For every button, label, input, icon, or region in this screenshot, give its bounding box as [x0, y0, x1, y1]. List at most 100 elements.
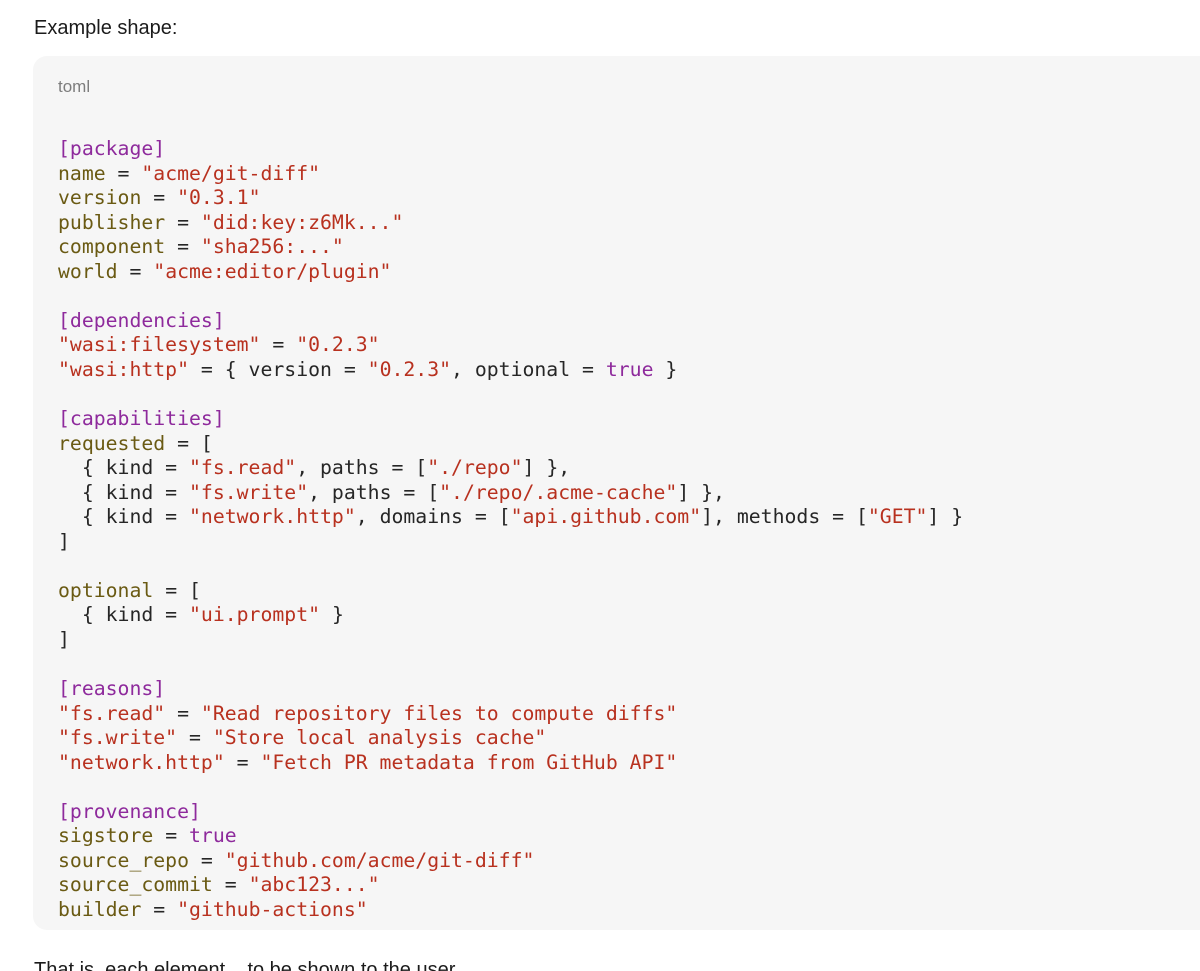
- code-line: [dependencies]: [58, 309, 963, 334]
- code-token-section: [dependencies]: [58, 308, 225, 332]
- code-line: "wasi:filesystem" = "0.2.3": [58, 333, 963, 358]
- code-line: ​: [58, 652, 963, 677]
- code-token-string: "acme/git-diff": [141, 161, 321, 185]
- code-line: world = "acme:editor/plugin": [58, 260, 963, 285]
- code-token-bool: true: [605, 357, 654, 381]
- code-line: optional = [: [58, 579, 963, 604]
- code-line: version = "0.3.1": [58, 186, 963, 211]
- code-token-plain: =: [117, 259, 154, 283]
- code-token-key: name: [58, 161, 106, 185]
- code-token-plain: =: [212, 873, 249, 897]
- code-token-plain: }: [320, 603, 344, 627]
- code-token-section: [package]: [58, 137, 166, 160]
- code-line: ]: [58, 628, 963, 653]
- code-token-key: requested: [58, 431, 166, 455]
- code-token-plain: ]: [58, 627, 70, 651]
- code-token-string: "github-actions": [177, 897, 368, 921]
- code-line: { kind = "network.http", domains = ["api…: [58, 505, 963, 530]
- code-token-key: version: [58, 186, 142, 210]
- code-token-string: "abc123...": [248, 873, 380, 897]
- code-line: source_commit = "abc123...": [58, 873, 963, 898]
- code-token-plain: =: [141, 186, 178, 210]
- code-token-key: component: [58, 235, 166, 259]
- code-line: ]: [58, 530, 963, 555]
- intro-paragraph: Example shape:: [34, 17, 178, 39]
- code-token-string: "did:key:z6Mk...": [200, 210, 404, 234]
- code-token-plain: =: [165, 235, 201, 259]
- code-token-plain: { kind =: [58, 480, 190, 504]
- code-token-section: [reasons]: [58, 677, 166, 701]
- code-token-string: "fs.write": [189, 480, 309, 504]
- code-token-key: source_commit: [58, 873, 213, 897]
- code-token-string: "GET": [867, 505, 928, 529]
- code-line: ​: [58, 382, 963, 407]
- code-token-string: "ui.prompt": [189, 603, 321, 627]
- code-token-string: "api.github.com": [510, 505, 702, 529]
- code-token-plain: { kind =: [58, 603, 190, 627]
- code-token-section: [provenance]: [58, 799, 201, 823]
- code-line: ​: [58, 284, 963, 309]
- code-token-plain: { kind =: [58, 456, 190, 480]
- code-token-key: builder: [58, 897, 142, 921]
- code-line: component = "sha256:...": [58, 235, 963, 260]
- code-line: "fs.write" = "Store local analysis cache…: [58, 726, 963, 751]
- code-token-plain: =: [189, 848, 225, 872]
- code-token-plain: { kind =: [58, 505, 190, 529]
- code-token-string: "fs.read": [189, 456, 297, 480]
- code-line: "network.http" = "Fetch PR metadata from…: [58, 751, 963, 776]
- code-token-plain: , paths = [: [308, 480, 440, 504]
- code-token-plain: =: [141, 897, 178, 921]
- code-token-string: "acme:editor/plugin": [153, 259, 392, 283]
- code-line: [provenance]: [58, 800, 963, 825]
- code-token-plain: , optional =: [451, 357, 606, 381]
- code-line: name = "acme/git-diff": [58, 162, 963, 187]
- code-token-plain: }: [653, 357, 678, 381]
- code-token-plain: ] },: [677, 480, 725, 504]
- code-token-string: "wasi:http": [58, 357, 190, 381]
- code-body[interactable]: [package]name = "acme/git-diff"version =…: [58, 137, 963, 923]
- code-token-string: "wasi:filesystem": [58, 333, 261, 357]
- code-token-key: source_repo: [58, 848, 190, 872]
- code-token-string: "github.com/acme/git-diff": [224, 848, 535, 872]
- code-line: "wasi:http" = { version = "0.2.3", optio…: [58, 358, 963, 383]
- code-line: ​: [58, 554, 963, 579]
- code-token-plain: ]: [58, 529, 70, 553]
- code-token-string: "sha256:...": [200, 235, 344, 259]
- code-token-plain: , domains = [: [355, 505, 511, 529]
- code-token-plain: ] }: [927, 505, 964, 529]
- code-token-string: "0.2.3": [296, 333, 380, 357]
- code-token-key: publisher: [58, 210, 166, 234]
- code-line: { kind = "ui.prompt" }: [58, 603, 963, 628]
- code-line: { kind = "fs.read", paths = ["./repo"] }…: [58, 456, 963, 481]
- code-token-plain: =: [153, 824, 190, 848]
- code-token-string: "fs.write": [58, 726, 178, 750]
- code-token-plain: =: [165, 210, 201, 234]
- code-token-string: "0.3.1": [177, 186, 261, 210]
- code-token-plain: ], methods = [: [701, 505, 868, 529]
- code-line: { kind = "fs.write", paths = ["./repo/.a…: [58, 481, 963, 506]
- outro-paragraph: That is, each element... to be shown to …: [34, 959, 456, 971]
- code-token-bool: true: [189, 824, 237, 848]
- code-token-plain: , paths = [: [296, 456, 428, 480]
- code-line: [package]: [58, 137, 963, 162]
- code-line: publisher = "did:key:z6Mk...": [58, 211, 963, 236]
- code-line: requested = [: [58, 432, 963, 457]
- code-token-string: "Store local analysis cache": [212, 726, 547, 750]
- code-token-plain: = { version =: [189, 357, 368, 381]
- code-line: [reasons]: [58, 677, 963, 702]
- code-line: source_repo = "github.com/acme/git-diff": [58, 849, 963, 874]
- code-line: builder = "github-actions": [58, 898, 963, 923]
- code-token-string: "Read repository files to compute diffs": [200, 701, 678, 725]
- code-token-plain: =: [177, 726, 213, 750]
- code-token-key: world: [58, 259, 118, 283]
- code-token-string: "Fetch PR metadata from GitHub API": [260, 750, 678, 774]
- code-language-label: toml: [58, 77, 91, 96]
- code-token-plain: =: [105, 161, 142, 185]
- code-token-plain: = [: [165, 431, 213, 455]
- code-token-plain: =: [224, 750, 261, 774]
- code-line: "fs.read" = "Read repository files to co…: [58, 702, 963, 727]
- code-token-key: optional: [58, 578, 154, 602]
- code-line: [capabilities]: [58, 407, 963, 432]
- code-token-string: "./repo": [427, 456, 523, 480]
- code-token-section: [capabilities]: [58, 407, 225, 431]
